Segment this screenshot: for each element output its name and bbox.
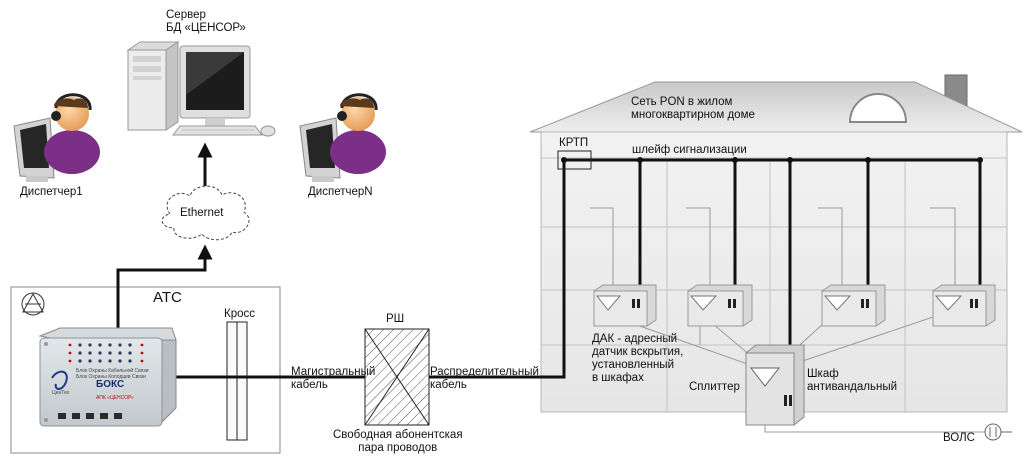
device-logo-text: ЦенТех: [52, 390, 70, 396]
boks-device: [38, 327, 177, 427]
dak-sensor: [821, 284, 886, 327]
device-brand-line: АПК «ЦЕНСОР»: [96, 395, 134, 401]
dispatcherN-label: ДиспетчерN: [308, 186, 373, 198]
rsh-label: РШ: [386, 313, 405, 325]
ethernet-label: Ethernet: [180, 207, 224, 219]
fiber-label: ВОЛС: [943, 432, 975, 444]
trunk-cable-label: Магистральный кабель: [291, 366, 376, 391]
dak-sensor: [593, 284, 657, 327]
device-title: БОКС: [96, 379, 125, 390]
free-pair-label: Свободная абонентская пара проводов: [333, 429, 463, 454]
cabinet-label: Шкаф антивандальный: [807, 368, 898, 393]
box-uplink-line: [116, 244, 213, 340]
server-computer-icon: [126, 41, 276, 137]
server-label-line2: БД «ЦЕНСОР»: [166, 22, 246, 34]
dormer-window: [848, 93, 908, 123]
dak-sensor: [932, 284, 996, 327]
fiber-connector-icon: [984, 423, 1012, 441]
splitter-cabinet: [745, 344, 805, 426]
device-subtitle: Блок Охраны Кабельной Связи Блок Охраны …: [76, 368, 149, 380]
dispatcher1-label: Диспетчер1: [20, 186, 83, 198]
server-label-line1: Сервер: [166, 9, 206, 21]
building-title: Сеть PON в жилом многоквартирном доме: [631, 96, 755, 121]
krtp-box: [557, 150, 592, 170]
loop-label: шлейф сигнализации: [632, 144, 747, 156]
cross-label: Кросс: [224, 308, 255, 320]
dispatcherN-icon: [299, 93, 386, 182]
ats-logo-icon: [21, 292, 45, 316]
dak-label: ДАК - адресный датчик вскрытия, установл…: [592, 333, 684, 384]
ethernet-cloud-icon: [161, 185, 250, 241]
ats-title: АТС: [153, 289, 182, 306]
dak-sensor: [687, 284, 753, 327]
dispatcher1-icon: [13, 93, 100, 182]
splitter-label: Сплиттер: [689, 381, 740, 393]
krtp-label: КРТП: [559, 137, 589, 149]
distribution-cable-label: Распределительный кабель: [430, 366, 539, 391]
